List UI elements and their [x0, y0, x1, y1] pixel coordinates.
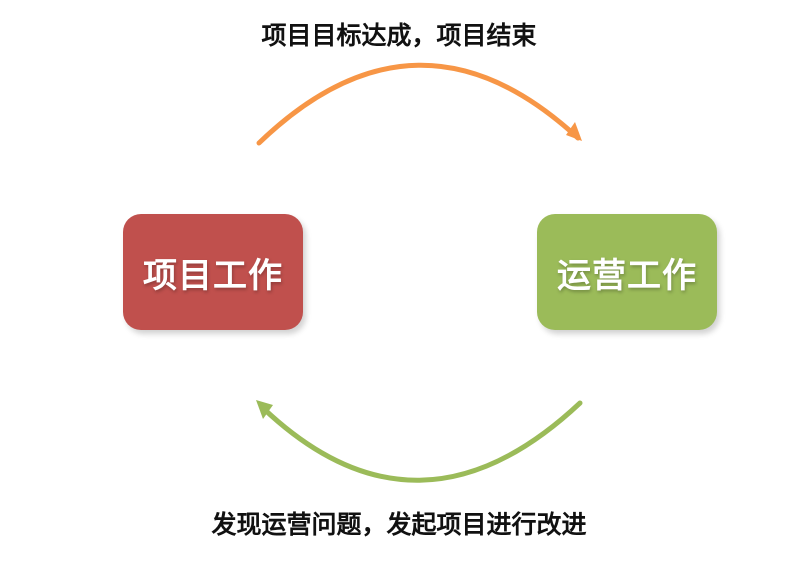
top-arc-arrow — [256, 62, 581, 146]
operations-work-node: 运营工作 — [537, 214, 717, 330]
project-work-label: 项目工作 — [143, 255, 283, 296]
top-arrow-label: 项目目标达成，项目结束 — [261, 21, 537, 50]
operations-work-label: 运营工作 — [557, 255, 697, 296]
bottom-arrowhead — [256, 400, 273, 419]
project-work-node: 项目工作 — [123, 214, 303, 330]
bottom-arc-arrow — [260, 400, 583, 483]
top-arrowhead — [566, 122, 582, 141]
bottom-arrow-label: 发现运营问题，发起项目进行改进 — [211, 510, 587, 539]
